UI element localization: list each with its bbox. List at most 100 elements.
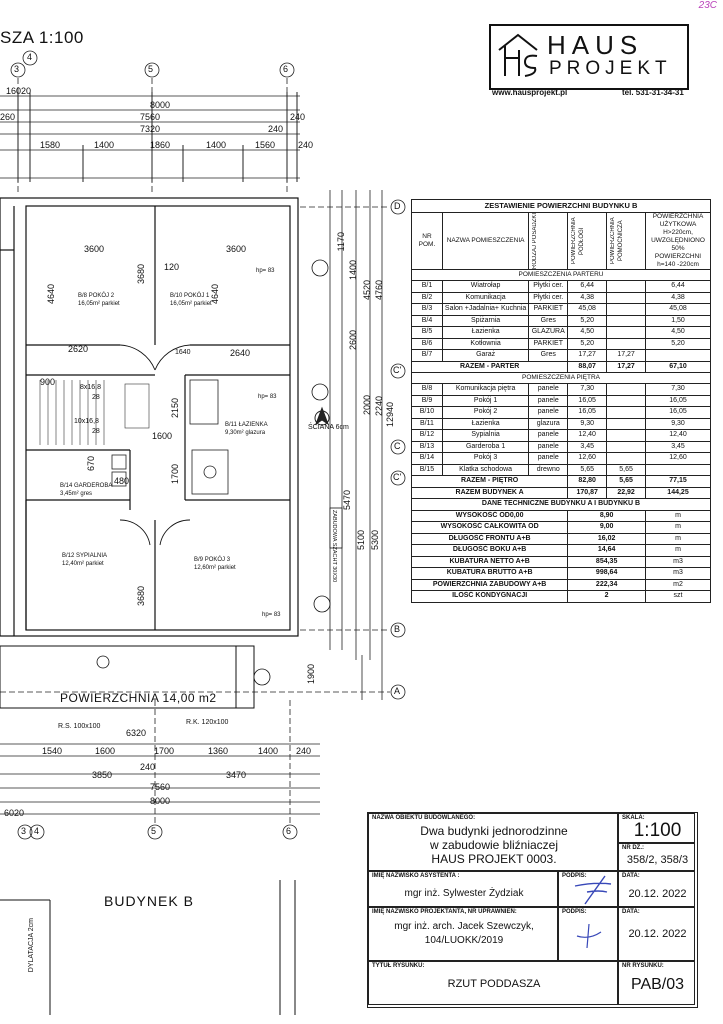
title-block: NAZWA OBIEKTU BUDOWLANEGO: Dwa budynki j… — [367, 812, 698, 1008]
tech-value: 9,00 — [567, 521, 647, 534]
tech-label: DŁUGOŚĆ FRONTU A+B — [410, 532, 569, 545]
table-cell: panele — [528, 406, 569, 419]
dim-bottom: 1700 — [154, 746, 175, 756]
drawing-number-label: NR RYSUNKU: — [622, 963, 664, 969]
col-header: RODZAJ POSADZKI — [532, 212, 539, 269]
dim-right: 5470 — [342, 490, 352, 511]
table-cell: 4,38 — [567, 291, 608, 304]
dilatation-label: DYLATACJA 2cm — [28, 918, 35, 973]
total-value: 5,65 — [606, 475, 647, 488]
dim-top: 1860 — [150, 140, 171, 150]
axis-label-C-prime: C' — [393, 365, 402, 375]
axis-label-3-bottom: 3 — [21, 826, 27, 836]
table-cell: panele — [528, 394, 569, 407]
drawing-title-cell: TYTUŁ RYSUNKU: RZUT PODDASZA — [368, 961, 618, 1005]
table-cell: 12,60 — [645, 452, 711, 465]
table-cell: Gres — [528, 349, 569, 362]
table-cell: B/14 — [411, 452, 443, 465]
axis-label-5: 5 — [148, 64, 154, 74]
room-dim: 2620 — [68, 344, 89, 354]
drawing-number-cell: NR RYSUNKU: PAB/03 — [618, 961, 695, 1005]
dim-right: 5300 — [370, 530, 380, 551]
dim-bottom: 1600 — [95, 746, 116, 756]
dim-top: 1580 — [40, 140, 61, 150]
dim-right: 4520 — [362, 280, 372, 301]
date-cell-1: DATA: 20.12. 2022 — [618, 871, 695, 907]
assistant-name: mgr inż. Sylwester Żydziak — [404, 888, 524, 899]
stair-label: 10x16,8 — [74, 418, 99, 425]
dim-bottom: 240 — [140, 762, 156, 772]
table-cell: Wiatrołap — [441, 280, 530, 293]
scale-label: SKALA: — [622, 815, 645, 821]
tech-value: 2 — [567, 590, 647, 603]
wall-note: ŚCIANA 6cm — [308, 424, 349, 431]
table-cell — [606, 440, 647, 453]
tech-label: POWIERZCHNIA ZABUDOWY A+B — [410, 578, 569, 591]
table-cell: 16,05 — [567, 406, 608, 419]
tech-value: 854,35 — [567, 555, 647, 568]
page-corner-note: 23C — [698, 0, 717, 11]
dim-top: 1560 — [255, 140, 276, 150]
axis-label-B: B — [394, 624, 401, 634]
total-value: 82,80 — [567, 475, 608, 488]
table-cell: B/2 — [411, 291, 443, 304]
axis-label-C: C — [394, 441, 401, 451]
object-line: Dwa budynki jednorodzinne — [420, 824, 568, 838]
table-cell: B/8 — [411, 383, 443, 396]
table-cell: 3,45 — [567, 440, 608, 453]
total-value: 170,87 — [567, 486, 608, 499]
building-label: BUDYNEK B — [104, 893, 194, 909]
room-dim: 1600 — [152, 431, 173, 441]
table-cell: 6,44 — [567, 280, 608, 293]
total-value: 88,07 — [567, 360, 608, 373]
room-dim: 4640 — [46, 284, 56, 305]
assistant-label: IMIĘ NAZWISKO ASYSTENTA : — [372, 873, 460, 879]
tech-unit: m — [645, 532, 711, 545]
section-title: POMIESZCZENIA PARTERU — [411, 269, 711, 281]
room-dim: 480 — [114, 476, 130, 486]
signature-label: PODPIS: — [562, 873, 587, 879]
dim-right: 2000 — [362, 395, 372, 416]
designer-name: mgr inż. arch. Jacek Szewczyk, 104/LUOKK… — [369, 920, 559, 948]
total-label: RAZEM BUDYNEK A — [410, 486, 569, 499]
table-cell — [645, 349, 711, 362]
table-cell: Komunikacja piętra — [441, 383, 530, 396]
tech-value: 8,90 — [567, 509, 647, 522]
table-cell: 16,05 — [567, 394, 608, 407]
object-name: Dwa budynki jednorodzinne w zabudowie bl… — [369, 824, 619, 866]
table-cell: Klatka schodowa — [441, 463, 530, 476]
room-dim: 2640 — [230, 348, 251, 358]
tech-unit: szt — [645, 590, 711, 603]
dim-top: 8000 — [150, 100, 171, 110]
dim-top: 1400 — [94, 140, 115, 150]
logo-text-projekt: PROJEKT — [549, 58, 672, 79]
house-logo-icon — [498, 33, 538, 77]
plot-number-label: NR DZ.: — [622, 845, 644, 851]
table-cell: 12,40 — [645, 429, 711, 442]
axis-label-3: 3 — [14, 64, 20, 74]
area-table-title: ZESTAWIENIE POWIERZCHNI BUDYNKU B — [411, 199, 711, 213]
table-cell: 9,30 — [645, 417, 711, 430]
dim-bottom: 1400 — [258, 746, 279, 756]
table-cell: PARKIET — [528, 337, 569, 350]
table-cell: B/12 — [411, 429, 443, 442]
table-cell: B/5 — [411, 326, 443, 339]
col-header: POWIERZCHNIA UŻYTKOWA H>220cm, UWZGLĘDNI… — [645, 212, 711, 270]
object-label: NAZWA OBIEKTU BUDOWLANEGO: — [372, 815, 476, 821]
dim-right: 4760 — [374, 280, 384, 301]
object-line: w zabudowie bliźniaczej — [429, 838, 559, 852]
dim-top: 16020 — [6, 86, 32, 96]
tech-value: 222,34 — [567, 578, 647, 591]
tech-label: DŁUGOŚĆ BOKU A+B — [410, 544, 569, 557]
